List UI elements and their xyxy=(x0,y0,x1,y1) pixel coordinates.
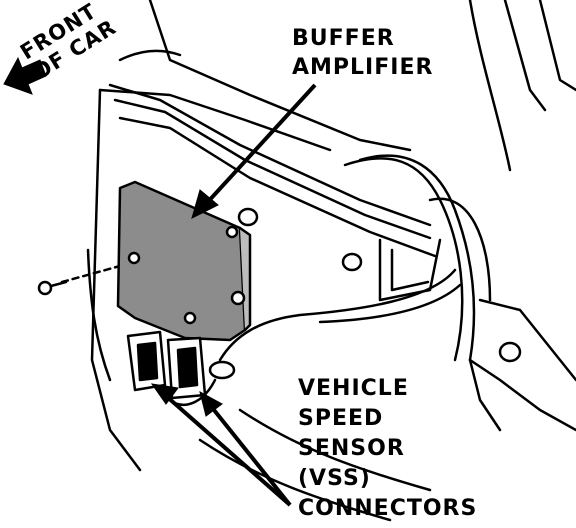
module-screw-2 xyxy=(225,225,239,239)
buffer-amplifier-module xyxy=(116,180,247,342)
vss-arrow-shaft-2 xyxy=(208,403,292,507)
vss-arrow-head-2 xyxy=(199,391,223,417)
stud-right-lower xyxy=(498,341,522,363)
wire-harness-main xyxy=(343,157,464,362)
module-screw-1 xyxy=(127,251,141,265)
wire-harness-bottom xyxy=(468,358,502,432)
vss-line-4: (VSS) xyxy=(298,466,371,491)
right-pillar-2 xyxy=(538,0,576,92)
module-screw-4 xyxy=(183,311,197,325)
connector-body-shade xyxy=(136,341,159,382)
bolt-head xyxy=(37,280,53,296)
wire-to-connector-2 xyxy=(318,283,462,324)
buffer-amplifier-line-2: AMPLIFIER xyxy=(292,55,434,80)
bracket-bottom xyxy=(118,116,437,258)
right-pillar-1 xyxy=(503,0,547,112)
inline-connector xyxy=(208,360,236,380)
buffer-amplifier-line-1: BUFFER xyxy=(292,26,395,51)
right-lower-2 xyxy=(468,358,576,432)
wire-harness-2 xyxy=(358,154,476,362)
dash-lower-curve xyxy=(86,248,112,382)
dash-outline-top xyxy=(148,0,412,152)
firewall-left-edge xyxy=(90,88,142,472)
buffer-amplifier-label: BUFFER AMPLIFIER xyxy=(292,24,433,82)
buffer-amplifier-arrow-head xyxy=(191,189,219,219)
buffer-amplifier-arrow-shaft xyxy=(203,83,317,207)
wire-harness-3 xyxy=(428,197,492,302)
vss-connectors-label: VEHICLE SPEED SENSOR (VSS) CONNECTORS xyxy=(298,374,477,524)
vss-line-5: CONNECTORS xyxy=(298,496,478,521)
vss-line-3: SENSOR xyxy=(298,436,405,461)
bolt-dashed-line xyxy=(60,264,122,284)
bolt-shank xyxy=(49,280,68,288)
module-side xyxy=(238,226,252,332)
front-of-car-arrow xyxy=(3,56,47,95)
vss-arrow-head-1 xyxy=(150,383,179,405)
wire-to-connector xyxy=(218,268,457,362)
bottom-curve xyxy=(238,408,432,492)
stud-upper xyxy=(237,207,259,227)
vss-arrow-shaft-1 xyxy=(163,393,292,507)
connector-body-shade-2 xyxy=(176,346,199,389)
channel-end-inner xyxy=(390,248,430,292)
module-screw-3 xyxy=(230,290,246,306)
stud-right xyxy=(341,252,363,272)
right-lower xyxy=(478,298,576,382)
vss-line-1: VEHICLE xyxy=(298,376,409,401)
bracket-top xyxy=(108,83,432,227)
vss-line-2: SPEED xyxy=(298,406,384,431)
right-panel xyxy=(468,0,512,172)
channel-end xyxy=(378,238,442,302)
dash-upper-panel xyxy=(118,49,182,62)
bottom-curve-2 xyxy=(198,438,392,522)
